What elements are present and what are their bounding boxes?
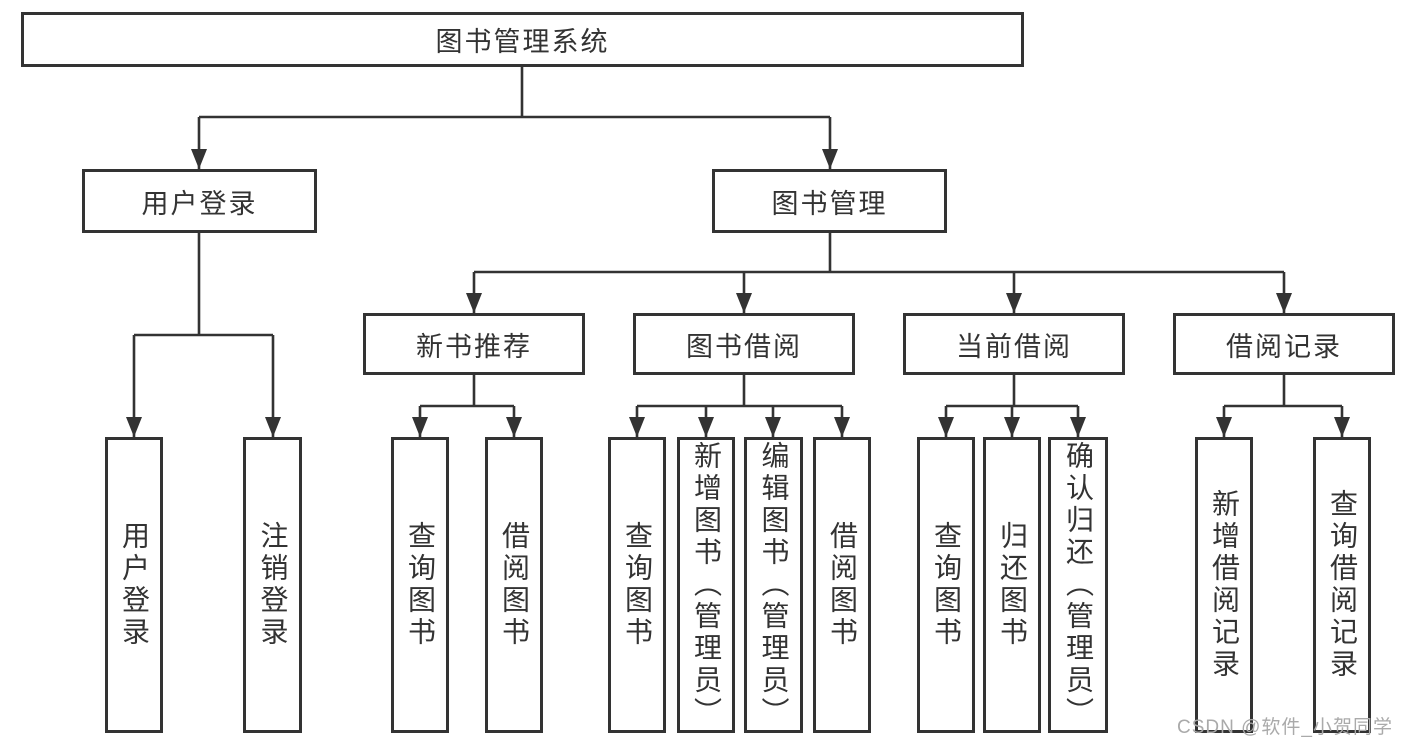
leaf-user-login: 用户登录 bbox=[105, 437, 163, 733]
leaf-query-borrow-record-label: 查询借阅记录 bbox=[1327, 489, 1358, 681]
arrowheads bbox=[126, 149, 1350, 437]
node-new-book-recommendation-label: 新书推荐 bbox=[416, 331, 532, 362]
leaf-query-books-recommend: 查询图书 bbox=[391, 437, 449, 733]
leaf-borrow-books-borrowing-label: 借阅图书 bbox=[827, 521, 858, 649]
node-book-management: 图书管理 bbox=[712, 169, 947, 233]
node-library-system: 图书管理系统 bbox=[21, 12, 1024, 67]
node-user-login: 用户登录 bbox=[82, 169, 317, 233]
leaf-add-books-admin-label: 新增图书（管理员） bbox=[691, 441, 722, 729]
node-book-management-label: 图书管理 bbox=[771, 188, 888, 219]
leaf-query-books-current-label: 查询图书 bbox=[931, 521, 962, 649]
watermark: CSDN @软件_小贺同学 bbox=[1177, 717, 1393, 738]
leaf-return-books: 归还图书 bbox=[983, 437, 1041, 733]
node-new-book-recommendation: 新书推荐 bbox=[363, 313, 585, 375]
leaf-logout: 注销登录 bbox=[243, 437, 302, 733]
leaf-logout-label: 注销登录 bbox=[257, 521, 289, 649]
leaf-add-borrow-record: 新增借阅记录 bbox=[1195, 437, 1253, 733]
leaf-confirm-return-admin-label: 确认归还（管理员） bbox=[1063, 441, 1094, 729]
leaf-borrow-books-recommend-label: 借阅图书 bbox=[499, 521, 530, 649]
node-user-login-label: 用户登录 bbox=[141, 188, 258, 219]
leaf-query-books-recommend-label: 查询图书 bbox=[405, 521, 436, 649]
leaf-add-books-admin: 新增图书（管理员） bbox=[677, 437, 735, 733]
leaf-edit-books-admin-label: 编辑图书（管理员） bbox=[758, 441, 790, 729]
leaf-borrow-books-recommend: 借阅图书 bbox=[485, 437, 543, 733]
leaf-query-books-current: 查询图书 bbox=[917, 437, 975, 733]
leaf-add-borrow-record-label: 新增借阅记录 bbox=[1209, 489, 1240, 681]
node-library-system-label: 图书管理系统 bbox=[435, 27, 610, 57]
leaf-query-books-borrowing: 查询图书 bbox=[608, 437, 666, 733]
leaf-query-borrow-record: 查询借阅记录 bbox=[1313, 437, 1371, 733]
node-current-borrowing-label: 当前借阅 bbox=[956, 331, 1072, 362]
node-book-borrowing: 图书借阅 bbox=[633, 313, 855, 375]
node-borrowing-records: 借阅记录 bbox=[1173, 313, 1395, 375]
leaf-query-books-borrowing-label: 查询图书 bbox=[622, 521, 653, 649]
leaf-borrow-books-borrowing: 借阅图书 bbox=[813, 437, 871, 733]
node-current-borrowing: 当前借阅 bbox=[903, 313, 1125, 375]
node-book-borrowing-label: 图书借阅 bbox=[686, 331, 802, 362]
leaf-edit-books-admin: 编辑图书（管理员） bbox=[744, 437, 803, 733]
leaf-user-login-label: 用户登录 bbox=[119, 521, 150, 649]
node-borrowing-records-label: 借阅记录 bbox=[1226, 331, 1342, 362]
leaf-return-books-label: 归还图书 bbox=[997, 521, 1028, 649]
leaf-confirm-return-admin: 确认归还（管理员） bbox=[1048, 437, 1108, 733]
